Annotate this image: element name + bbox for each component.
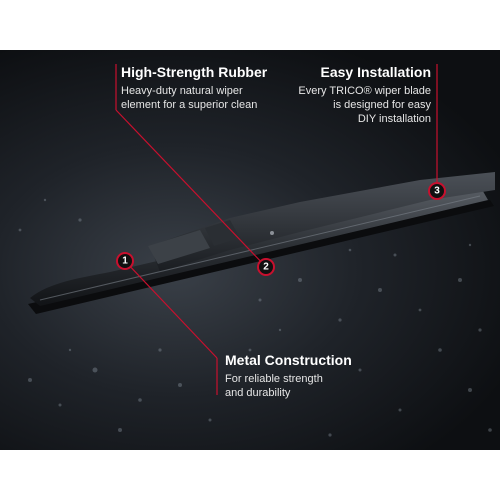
blade-frame: [30, 186, 488, 306]
callout-title: Metal Construction: [225, 352, 352, 368]
rubber-blade: [28, 200, 494, 314]
callout-title: Easy Installation: [320, 64, 431, 80]
water-droplets: [18, 198, 492, 437]
marker-3: 3: [428, 182, 446, 200]
marker-2: 2: [257, 258, 275, 276]
arm-joint: [205, 220, 240, 246]
callout-description: Every TRICO® wiper blade is designed for…: [298, 85, 431, 125]
svg-text:1: 1: [122, 256, 128, 267]
svg-text:2: 2: [263, 262, 269, 273]
svg-text:3: 3: [434, 186, 440, 197]
arm-joint: [148, 230, 210, 264]
product-image: 1 2 3 High-Strength Rubber Heavy-duty na…: [0, 50, 500, 450]
marker-1: 1: [116, 252, 134, 270]
callout-metal-construction: Metal Construction For reliable strength…: [225, 352, 415, 400]
wiper-arm: [150, 172, 495, 272]
callout-description: Heavy-duty natural wiper element for a s…: [121, 85, 258, 111]
callout-easy-installation: Easy Installation Every TRICO® wiper bla…: [290, 64, 431, 126]
callout-high-strength-rubber: High-Strength Rubber Heavy-duty natural …: [121, 64, 311, 112]
leader-lines: [115, 64, 438, 395]
callout-title: High-Strength Rubber: [121, 64, 268, 80]
wiper-illustration: 1 2 3: [18, 64, 495, 437]
callout-description: For reliable strength and durability: [225, 373, 323, 399]
